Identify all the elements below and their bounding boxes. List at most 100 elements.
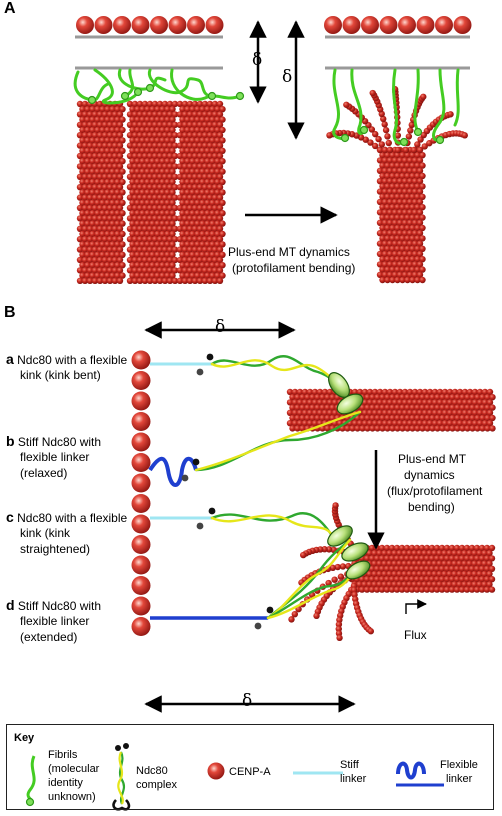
tubulin-dimer	[321, 388, 329, 396]
tubulin-dimer	[444, 414, 451, 422]
tubulin-dimer	[413, 555, 421, 562]
tubulin-dimer	[159, 168, 166, 175]
tubulin-dimer	[383, 544, 391, 552]
tubulin-dimer	[156, 173, 164, 180]
tubulin-dimer	[428, 555, 436, 562]
tubulin-dimer	[111, 246, 119, 253]
tubulin-dimer	[363, 555, 371, 562]
tubulin-dimer	[403, 576, 411, 583]
tubulin-dimer	[166, 256, 174, 264]
tubulin-dimer	[109, 137, 116, 144]
tubulin-dimer	[184, 230, 191, 238]
tubulin-dimer	[381, 167, 389, 174]
tubulin-dimer	[214, 199, 221, 206]
tubulin-dimer	[171, 225, 179, 232]
cenp-a-bead	[150, 16, 168, 34]
tubulin-dimer	[191, 121, 199, 128]
tubulin-dimer	[191, 194, 199, 201]
tubulin-dimer	[451, 550, 458, 557]
tubulin-dimer	[419, 414, 426, 422]
tubulin-dimer	[94, 168, 101, 175]
tubulin-dimer	[136, 204, 144, 212]
tubulin-dimer	[156, 236, 164, 243]
tubulin-dimer	[109, 158, 116, 165]
tubulin-dimer	[354, 425, 361, 432]
tubulin-dimer	[199, 189, 206, 196]
tubulin-dimer	[159, 178, 166, 186]
tubulin-dimer	[176, 121, 184, 128]
tubulin-dimer	[111, 152, 119, 160]
tubulin-dimer	[406, 409, 414, 416]
tubulin-dimer	[161, 142, 169, 149]
tubulin-dimer	[179, 178, 186, 186]
tubulin-dimer	[381, 420, 389, 427]
tubulin-dimer	[139, 262, 146, 269]
tubulin-dimer	[159, 199, 166, 206]
tubulin-dimer	[94, 199, 101, 206]
tubulin-dimer	[411, 261, 419, 268]
tubulin-dimer	[164, 230, 171, 238]
tubulin-dimer	[409, 256, 416, 263]
tubulin-dimer	[141, 194, 149, 201]
tubulin-dimer	[134, 126, 141, 134]
tubulin-dimer	[84, 126, 91, 134]
tubulin-dimer	[473, 576, 481, 583]
tubulin-dimer	[376, 157, 384, 164]
tubulin-dimer	[489, 425, 496, 432]
tubulin-dimer	[84, 189, 91, 196]
tubulin-dimer	[386, 157, 394, 164]
tubulin-dimer	[393, 565, 401, 572]
tubulin-dimer	[429, 404, 436, 411]
tubulin-dimer	[161, 236, 169, 243]
tubulin-dimer	[319, 394, 326, 401]
fibril-ends-right	[340, 125, 445, 147]
tubulin-dimer	[391, 157, 399, 164]
tubulin-dimer	[194, 262, 201, 269]
tubulin-dimer	[134, 158, 141, 165]
tubulin-dimer	[376, 261, 384, 268]
tubulin-dimer	[434, 425, 441, 432]
tubulin-dimer	[456, 581, 463, 588]
tubulin-dimer	[181, 277, 189, 284]
tubulin-dimer	[375, 135, 382, 143]
tubulin-dimer	[166, 184, 174, 191]
tubulin-dimer	[169, 199, 176, 206]
tubulin-dimer	[411, 209, 419, 216]
tubulin-dimer	[116, 152, 124, 160]
tubulin-dimer	[416, 198, 424, 206]
tubulin-dimer	[379, 183, 386, 190]
tubulin-dimer	[104, 178, 111, 186]
tubulin-dimer	[209, 251, 216, 258]
tubulin-dimer	[448, 544, 456, 552]
tubulin-dimer	[364, 394, 371, 401]
tubulin-dimer	[184, 210, 191, 217]
tubulin-dimer	[389, 245, 396, 252]
tubulin-dimer	[91, 204, 99, 212]
tubulin-dimer	[84, 168, 91, 175]
tubulin-dimer	[396, 420, 404, 427]
tubulin-dimer	[419, 425, 426, 432]
tubulin-dimer	[209, 158, 216, 165]
tubulin-dimer	[391, 209, 399, 216]
tubulin-dimer	[86, 225, 94, 232]
tubulin-dimer	[399, 245, 406, 252]
tubulin-dimer	[439, 425, 446, 432]
tubulin-dimer	[134, 210, 141, 217]
tubulin-dimer	[144, 199, 151, 206]
tubulin-dimer	[211, 184, 219, 191]
tubulin-dimer	[476, 550, 483, 557]
flexible-linker-b	[148, 456, 198, 487]
tubulin-dimer	[141, 111, 149, 118]
tubulin-dimer	[141, 236, 149, 243]
tubulin-dimer	[446, 420, 454, 427]
tubulin-dimer	[428, 576, 436, 583]
tubulin-dimer	[421, 399, 429, 406]
tubulin-dimer	[86, 215, 94, 222]
tubulin-dimer	[99, 220, 106, 227]
tubulin-dimer	[186, 163, 194, 170]
tubulin-dimer	[89, 147, 96, 154]
tubulin-dimer	[131, 267, 139, 274]
tubulin-dimer	[136, 256, 144, 264]
tubulin-dimer	[394, 183, 401, 190]
tubulin-dimer	[199, 251, 206, 258]
